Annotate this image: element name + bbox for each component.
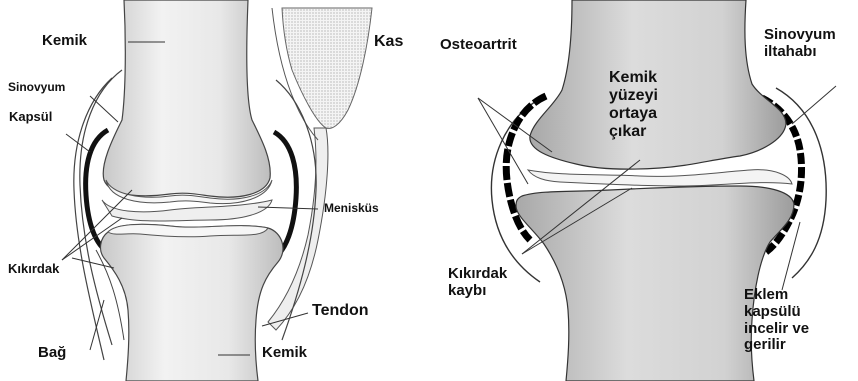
label-bone-top: Kemik <box>42 33 87 50</box>
label-capsule: Kapsül <box>9 110 52 125</box>
label-exposed-bone: Kemik yüzeyi ortaya çıkar <box>609 69 658 141</box>
label-muscle: Kas <box>374 33 403 51</box>
label-cartilage: Kıkırdak <box>8 262 59 277</box>
label-bone-bottom: Kemik <box>262 345 307 362</box>
left-upper-bone <box>103 0 270 197</box>
label-synovium: Sinovyum <box>8 81 65 94</box>
label-capsule-thinning: Eklem kapsülü incelir ve gerilir <box>744 287 809 354</box>
label-tendon: Tendon <box>312 302 369 320</box>
left-lower-bone <box>101 224 283 381</box>
left-healthy-knee <box>62 0 372 381</box>
label-meniscus: Menisküs <box>324 202 379 215</box>
label-ligament: Bağ <box>38 345 66 362</box>
capsule-left-line-2 <box>74 78 112 360</box>
right-upper-bone <box>530 0 786 169</box>
label-cartilage-loss: Kıkırdak kaybı <box>448 266 507 300</box>
left-meniscus <box>102 200 272 221</box>
label-synovial-inflammation: Sinovyum iltahabı <box>764 27 836 61</box>
muscle-shape <box>282 8 372 128</box>
tendon-shape <box>268 128 328 330</box>
label-osteoarthritis: Osteoartrit <box>440 37 517 54</box>
right-damaged-cartilage <box>528 170 792 186</box>
